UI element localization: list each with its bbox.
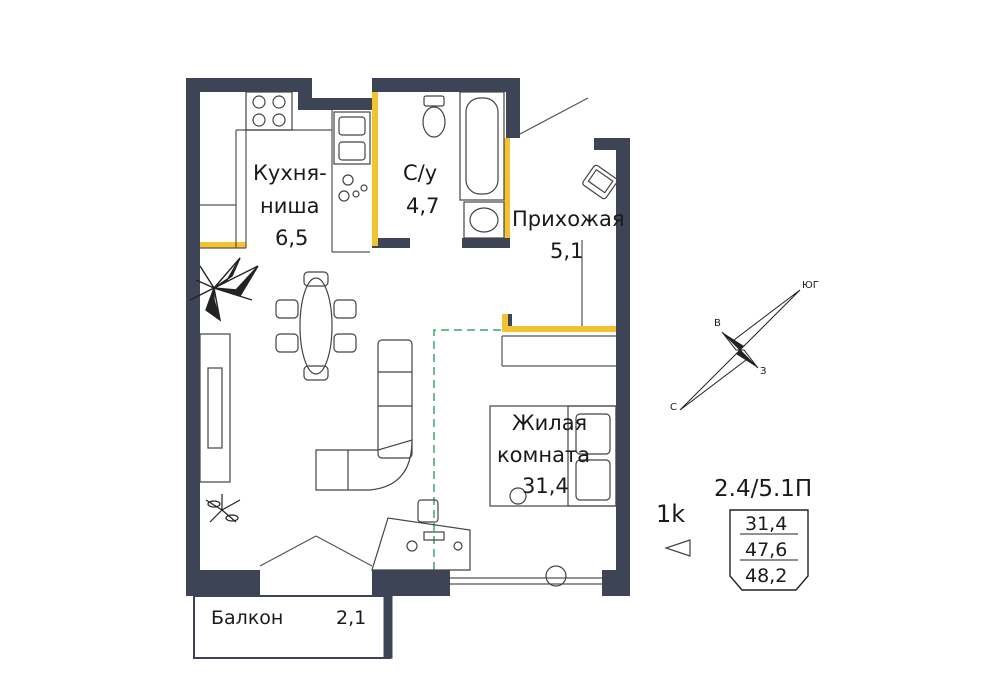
desk-icon [371, 499, 471, 571]
kitchen-label-2: ниша [260, 194, 319, 218]
kitchen-label-1: Кухня- [253, 161, 327, 185]
kettle-icon [342, 174, 354, 186]
washbasin-icon [463, 201, 505, 239]
cup-icon [338, 190, 350, 202]
area-badge: 31,4 47,6 48,2 [729, 509, 809, 591]
bathroom-area: 4,7 [406, 194, 439, 218]
walls [186, 78, 630, 596]
living-area: 31,4 [522, 474, 569, 498]
accent-walls [200, 92, 616, 332]
hallway-label: Прихожая [512, 207, 624, 231]
furniture [189, 91, 618, 587]
bathtub-icon [459, 91, 505, 201]
balcony-area: 2,1 [336, 607, 366, 629]
plant-icon [189, 257, 259, 322]
bathroom-label: С/у [403, 161, 437, 185]
living-area-total: 31,4 [745, 513, 787, 535]
area-with-balcony: 48,2 [745, 565, 787, 587]
balcony [193, 595, 393, 659]
total-area: 47,6 [745, 539, 787, 561]
toilet-icon [422, 95, 446, 138]
apartment-type: 1k [656, 500, 685, 528]
zone-dashed-line [433, 329, 502, 570]
compass-north: С [670, 402, 677, 413]
living-label-2: комната [497, 443, 590, 467]
balcony-label: Балкон [211, 607, 283, 629]
corner-sofa-icon [315, 339, 413, 491]
plant-small-icon [205, 494, 241, 523]
entrance-arrow-icon [664, 539, 691, 557]
compass-east: В [714, 318, 721, 329]
compass-west: З [760, 366, 766, 377]
tv-stand-icon [199, 333, 231, 483]
compass-rose: ЮГ В З С [670, 280, 819, 413]
toy-icon [509, 487, 527, 505]
room-labels: Кухня- ниша 6,5 С/у 4,7 Прихожая 5,1 Жил… [211, 161, 624, 629]
kitchen-sink-icon [333, 111, 371, 165]
dining-table-icon [275, 271, 357, 381]
armchair-icon [582, 164, 618, 200]
kitchen-area: 6,5 [275, 226, 308, 250]
living-label-1: Жилая [512, 411, 587, 435]
compass-south: ЮГ [802, 280, 819, 291]
hallway-area: 5,1 [550, 239, 583, 263]
stove-icon [245, 91, 293, 131]
apartment-code: 2.4/5.1П [714, 476, 812, 502]
bed-icon [489, 405, 617, 507]
